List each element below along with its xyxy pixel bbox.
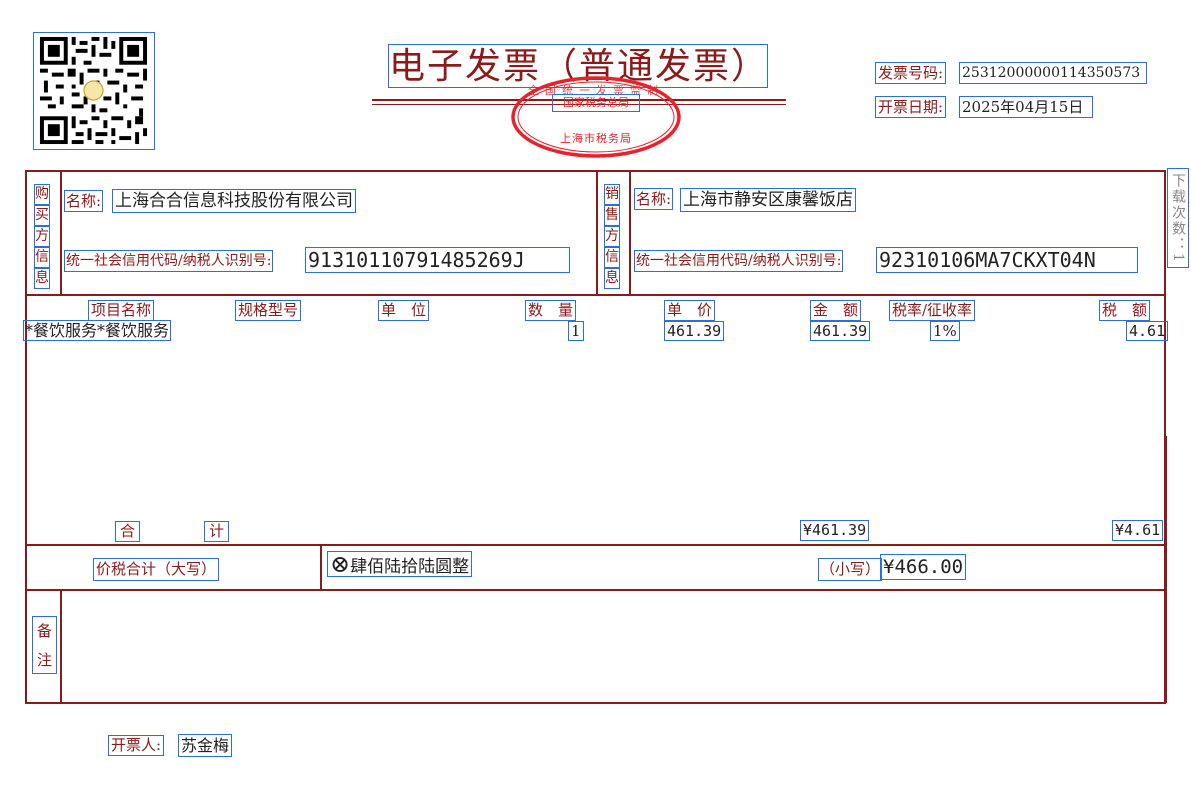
seller-taxid-label: 统一社会信用代码/纳税人识别号:	[634, 250, 844, 272]
item-amount: 461.39	[810, 321, 871, 341]
total-label-divider	[320, 544, 322, 590]
issuer-label: 开票人:	[108, 735, 165, 756]
grand-total-words-box: ⊗ 肆佰陆拾陆圆整	[327, 550, 473, 578]
col-header-rate: 税率/征收率	[889, 300, 976, 321]
title-underline-2	[372, 104, 786, 105]
stamp-seal-icon	[511, 76, 681, 158]
items-section-bottom	[25, 544, 1166, 546]
seller-label-char: 信	[604, 247, 620, 268]
issuer-name: 苏金梅	[178, 734, 233, 757]
cancel-circle-icon: ⊗	[330, 550, 351, 578]
col-header-spec: 规格型号	[235, 300, 302, 321]
qr-code-icon	[36, 33, 151, 148]
buyer-label-char: 购	[34, 184, 50, 205]
seller-taxid-value: 92310106MA7CKXT04N	[876, 247, 1138, 273]
col-header-amount: 金 额	[810, 300, 862, 321]
item-qty: 1	[568, 321, 584, 341]
stamp-middle-text: 国家税务总局	[552, 94, 640, 112]
grand-total-small-value: ¥466.00	[880, 554, 967, 580]
frame-bottom	[25, 702, 1166, 704]
party-section-bottom	[25, 294, 1166, 296]
seller-label-divider	[629, 170, 631, 295]
seller-label-char: 方	[604, 226, 620, 247]
seller-label-char: 销	[604, 184, 620, 205]
buyer-label-char: 信	[34, 247, 50, 268]
title-underline-1	[372, 99, 786, 101]
buyer-taxid-value: 91310110791485269J	[305, 247, 570, 273]
buyer-label-char: 买	[34, 205, 50, 226]
col-header-price: 单 价	[664, 300, 716, 321]
download-count-text: 下载次数：1	[1170, 172, 1186, 264]
buyer-label-divider	[60, 170, 62, 295]
frame-top	[25, 170, 1166, 172]
total-section-bottom	[25, 589, 1166, 591]
frame-left	[25, 170, 27, 703]
seller-label-char: 息	[604, 268, 620, 289]
buyer-name-value: 上海合合信息科技股份有限公司	[112, 189, 356, 213]
remarks-label-char: 备	[36, 622, 52, 640]
col-header-unit: 单 位	[378, 300, 430, 321]
stamp-top-text: 全国统一发票监制	[528, 84, 664, 97]
buyer-taxid-label: 统一社会信用代码/纳税人识别号:	[64, 250, 274, 272]
invoice-date-value: 2025年04月15日	[959, 96, 1093, 118]
total-label-2: 计	[204, 521, 230, 542]
col-header-name: 项目名称	[88, 300, 155, 321]
total-tax: ¥4.61	[1112, 520, 1164, 541]
seller-name-label: 名称:	[634, 188, 674, 210]
buyer-seller-divider	[596, 170, 598, 295]
frame-right-thick	[1164, 436, 1167, 703]
remarks-label-char: 注	[36, 651, 52, 669]
item-rate: 1%	[930, 321, 960, 341]
item-name: *餐饮服务*餐饮服务	[23, 320, 172, 341]
seller-name-value: 上海市静安区康馨饭店	[680, 188, 856, 212]
col-header-tax: 税 额	[1099, 300, 1151, 321]
stamp-bottom-text: 上海市税务局	[560, 132, 632, 145]
remarks-label-divider	[60, 589, 62, 703]
invoice-number-value: 25312000000114350573	[959, 62, 1147, 84]
seller-label-char: 售	[604, 205, 620, 226]
buyer-section-label: 购 买 方 信 息	[33, 184, 51, 289]
buyer-name-label: 名称:	[64, 190, 104, 212]
invoice-date-label: 开票日期:	[875, 96, 947, 118]
download-count: 下载次数：1	[1167, 168, 1189, 268]
grand-total-words: 肆佰陆拾陆圆整	[350, 556, 470, 577]
invoice-number-label: 发票号码:	[875, 62, 947, 84]
remarks-label: 备 注	[32, 616, 57, 674]
grand-total-label: 价税合计（大写）	[93, 558, 220, 581]
col-header-qty: 数 量	[525, 300, 577, 321]
total-label-1: 合	[115, 521, 141, 542]
buyer-label-char: 方	[34, 226, 50, 247]
grand-total-small-label: （小写）	[818, 558, 883, 581]
seller-section-label: 销 售 方 信 息	[603, 184, 621, 289]
official-stamp: 全国统一发票监制 国家税务总局 上海市税务局	[508, 74, 684, 160]
total-amount: ¥461.39	[800, 520, 870, 541]
item-tax: 4.61	[1126, 321, 1169, 341]
item-price: 461.39	[664, 321, 725, 341]
buyer-label-char: 息	[34, 268, 50, 289]
qr-code	[33, 32, 155, 150]
